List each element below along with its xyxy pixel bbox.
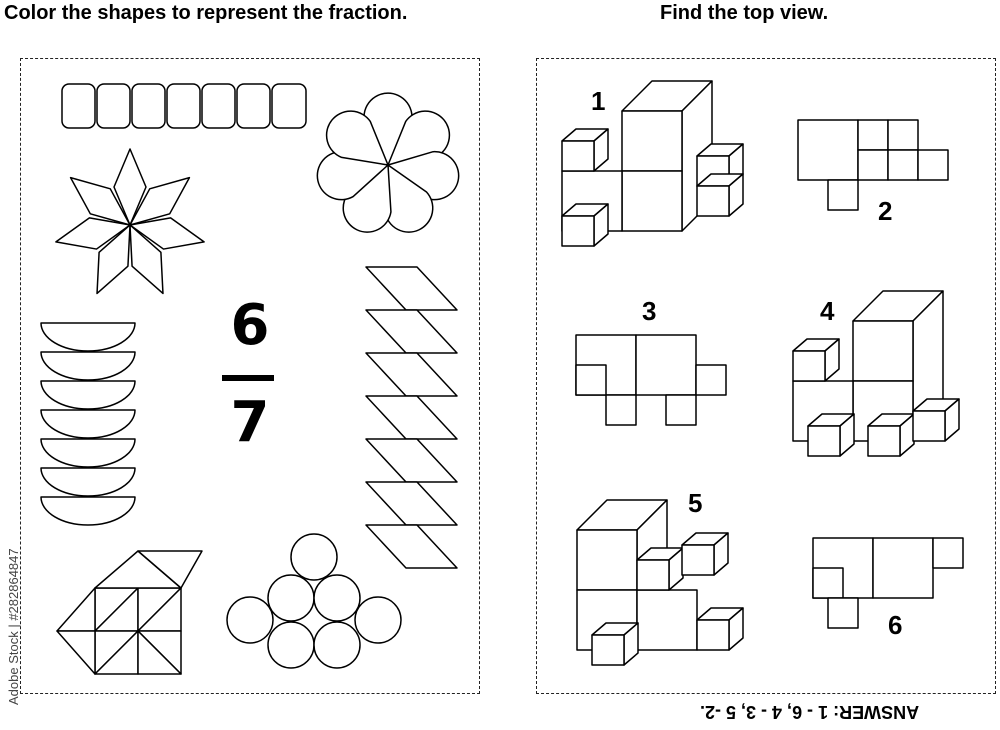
top-view-puzzle-panel	[536, 58, 996, 694]
semicircle-stack	[40, 322, 136, 526]
circle-pyramid	[226, 533, 402, 669]
block-figure-5	[576, 499, 744, 666]
upside-down-answer: ANSWER: 1 - 6, 4 - 3, 5 -2.	[700, 702, 920, 722]
stock-watermark: Adobe Stock | #282864847	[6, 548, 21, 705]
block-figure-1	[561, 80, 744, 247]
seven-petal-flower	[316, 92, 460, 233]
label-4: 4	[820, 296, 835, 326]
label-5: 5	[688, 488, 703, 518]
label-1: 1	[591, 86, 606, 116]
fraction-bar	[222, 375, 274, 381]
rhombus-star	[55, 148, 205, 295]
left-instruction-title: Color the shapes to represent the fracti…	[4, 2, 408, 24]
right-instruction-title: Find the top view.	[660, 2, 829, 24]
label-6: 6	[888, 610, 903, 640]
top-view-2	[797, 119, 949, 211]
fraction-denominator: 7	[230, 390, 270, 455]
label-2: 2	[878, 196, 893, 226]
fraction-coloring-panel	[20, 58, 480, 694]
parallelogram-column	[365, 266, 458, 569]
label-3: 3	[642, 296, 657, 326]
rounded-rectangle-row	[61, 83, 307, 129]
block-figure-4	[792, 290, 960, 457]
triangle-square-figure	[56, 550, 203, 675]
fraction-numerator: 6	[230, 293, 270, 358]
top-view-6	[812, 537, 964, 629]
top-view-3	[575, 334, 727, 426]
